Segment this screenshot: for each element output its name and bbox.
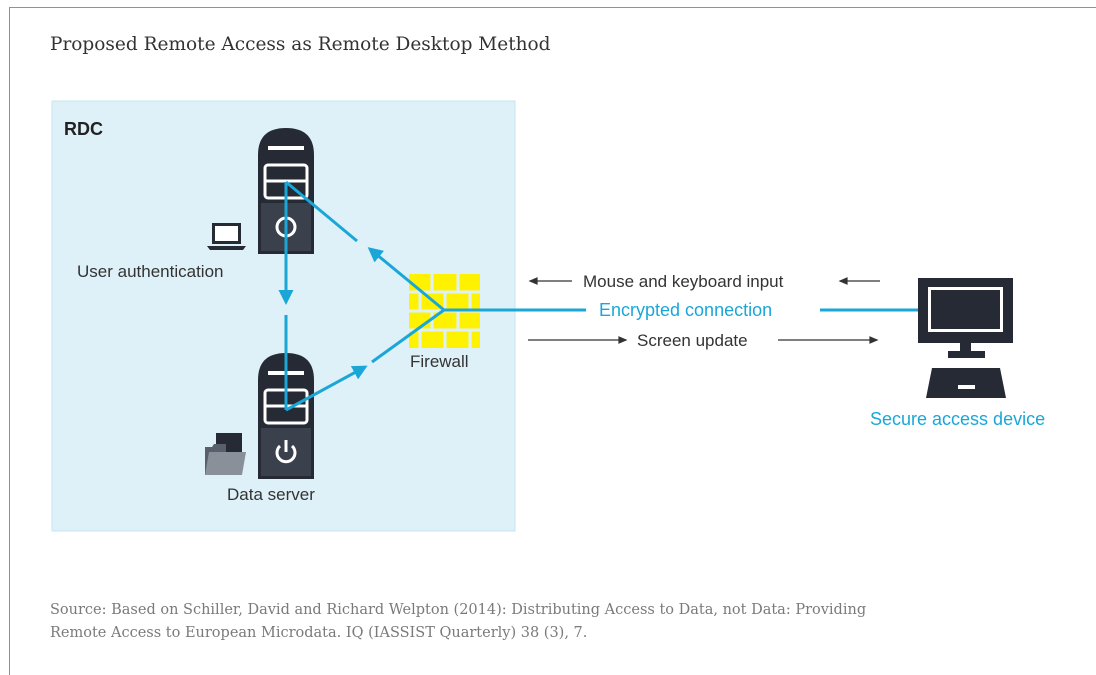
link-firewall-to-data-server bbox=[371, 308, 445, 364]
data-server-label: Data server bbox=[227, 485, 315, 504]
frame-top-border bbox=[9, 7, 1096, 8]
encrypted-label: Encrypted connection bbox=[599, 300, 772, 320]
screen-label: Screen update bbox=[637, 331, 748, 350]
monitor-icon bbox=[918, 278, 1013, 398]
link-firewall-to-top-server bbox=[367, 247, 445, 312]
link-data-server-to-firewall bbox=[285, 365, 368, 412]
link-top-server-to-firewall bbox=[285, 180, 358, 243]
input-label: Mouse and keyboard input bbox=[583, 272, 784, 291]
laptop-icon bbox=[207, 223, 246, 250]
server-icon bbox=[258, 353, 314, 479]
source-note: Source: Based on Schiller, David and Ric… bbox=[50, 599, 1090, 645]
device-label: Secure access device bbox=[870, 409, 1045, 429]
source-line-1: Source: Based on Schiller, David and Ric… bbox=[50, 602, 867, 618]
diagram-title: Proposed Remote Access as Remote Desktop… bbox=[50, 34, 551, 55]
firewall-label: Firewall bbox=[410, 352, 469, 371]
rdc-label: RDC bbox=[64, 119, 103, 139]
frame-left-border bbox=[9, 7, 10, 675]
source-line-2: Remote Access to European Microdata. IQ … bbox=[50, 625, 588, 641]
auth-server-label: User authentication bbox=[77, 262, 223, 281]
folder-icon bbox=[205, 433, 246, 475]
